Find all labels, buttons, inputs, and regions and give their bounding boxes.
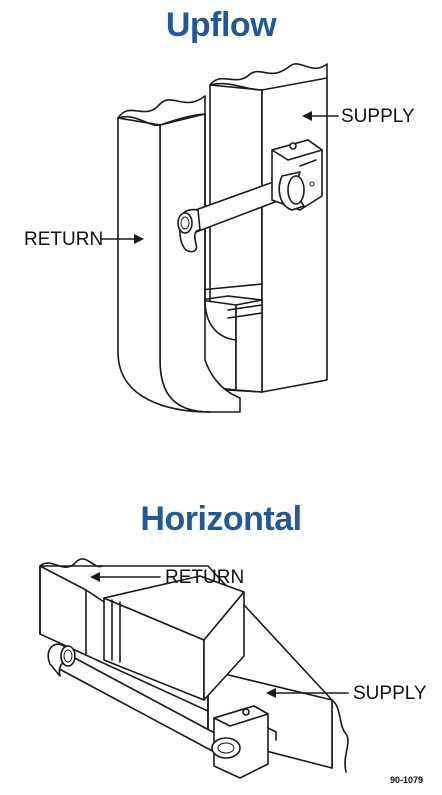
upflow-return-arrow [101, 234, 144, 244]
upflow-return-label: RETURN [24, 229, 104, 250]
horizontal-return-label: RETURN [165, 567, 245, 588]
horizontal-return-arrow [90, 572, 161, 582]
horizontal-title: Horizontal [140, 500, 302, 538]
upflow-return-duct [117, 95, 241, 413]
horizontal-diagram [39, 558, 349, 779]
horizontal-bypass-pipe [47, 643, 225, 755]
upflow-supply-label: SUPPLY [341, 106, 415, 127]
upflow-title: Upflow [165, 6, 277, 44]
horizontal-plenum [103, 575, 245, 701]
horizontal-humidifier [211, 705, 277, 779]
horizontal-supply-label: SUPPLY [353, 683, 427, 704]
upflow-diagram [117, 63, 328, 413]
upflow-humidifier [271, 139, 323, 211]
horizontal-supply-arrow [266, 688, 349, 698]
figure-code: 90-1079 [390, 775, 424, 785]
upflow-supply-arrow [302, 111, 339, 121]
